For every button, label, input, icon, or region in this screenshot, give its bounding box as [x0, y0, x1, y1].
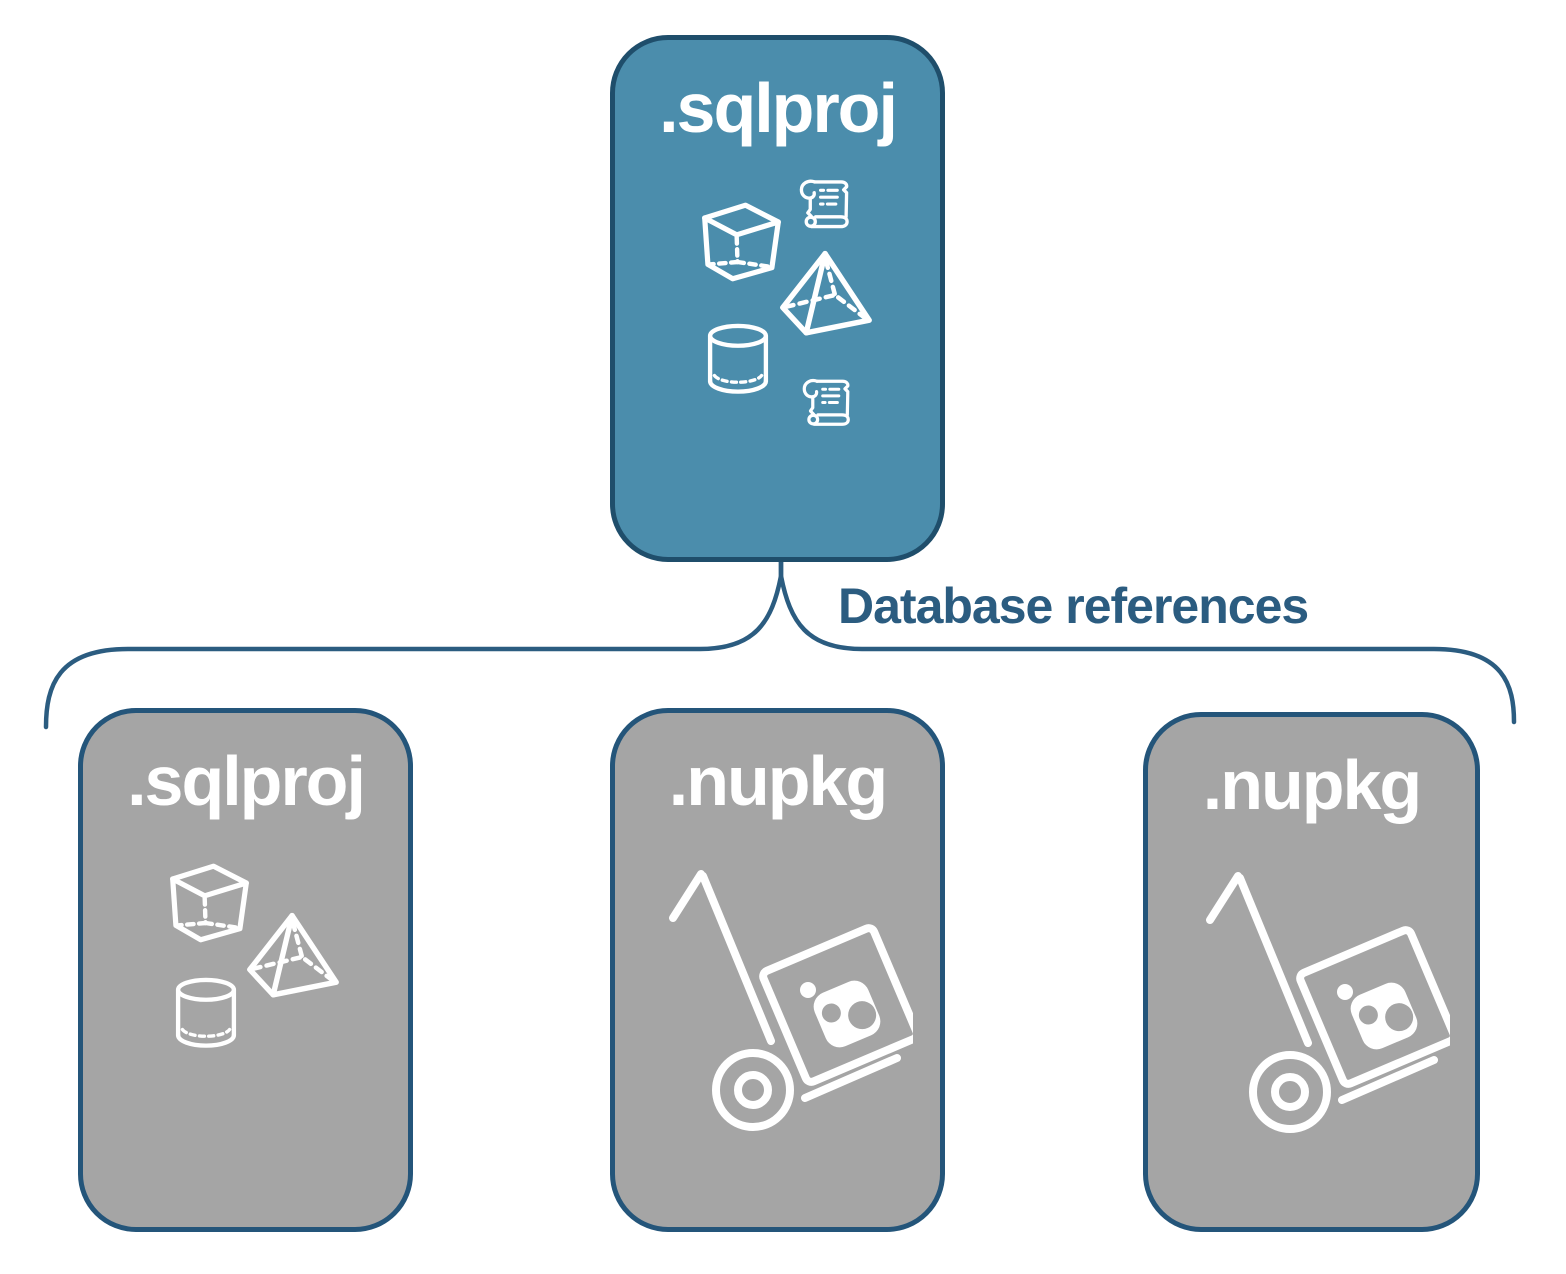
pyramid-icon: [245, 912, 341, 1002]
child-node-sqlproj: .sqlproj: [78, 708, 413, 1232]
child-node-label: .sqlproj: [127, 742, 366, 820]
cube-icon: [168, 863, 251, 943]
child-node-nupkg-1: .nupkg: [610, 708, 945, 1232]
root-node-sqlproj: .sqlproj: [610, 35, 945, 562]
cylinder-icon: [707, 322, 769, 398]
scroll-icon: [797, 176, 852, 233]
connector-label: Database references: [838, 578, 1309, 634]
cube-icon: [700, 202, 783, 282]
child-node-label: .nupkg: [668, 742, 888, 820]
nuget-handtruck-icon: [1200, 860, 1450, 1140]
root-node-label: .sqlproj: [659, 69, 898, 147]
cylinder-icon: [175, 976, 237, 1052]
scroll-icon: [800, 375, 853, 431]
nuget-handtruck-icon: [663, 858, 913, 1138]
child-node-label: .nupkg: [1202, 746, 1422, 824]
pyramid-icon: [778, 250, 874, 340]
child-node-nupkg-2: .nupkg: [1143, 712, 1480, 1232]
brace-left-half: [43, 558, 784, 730]
